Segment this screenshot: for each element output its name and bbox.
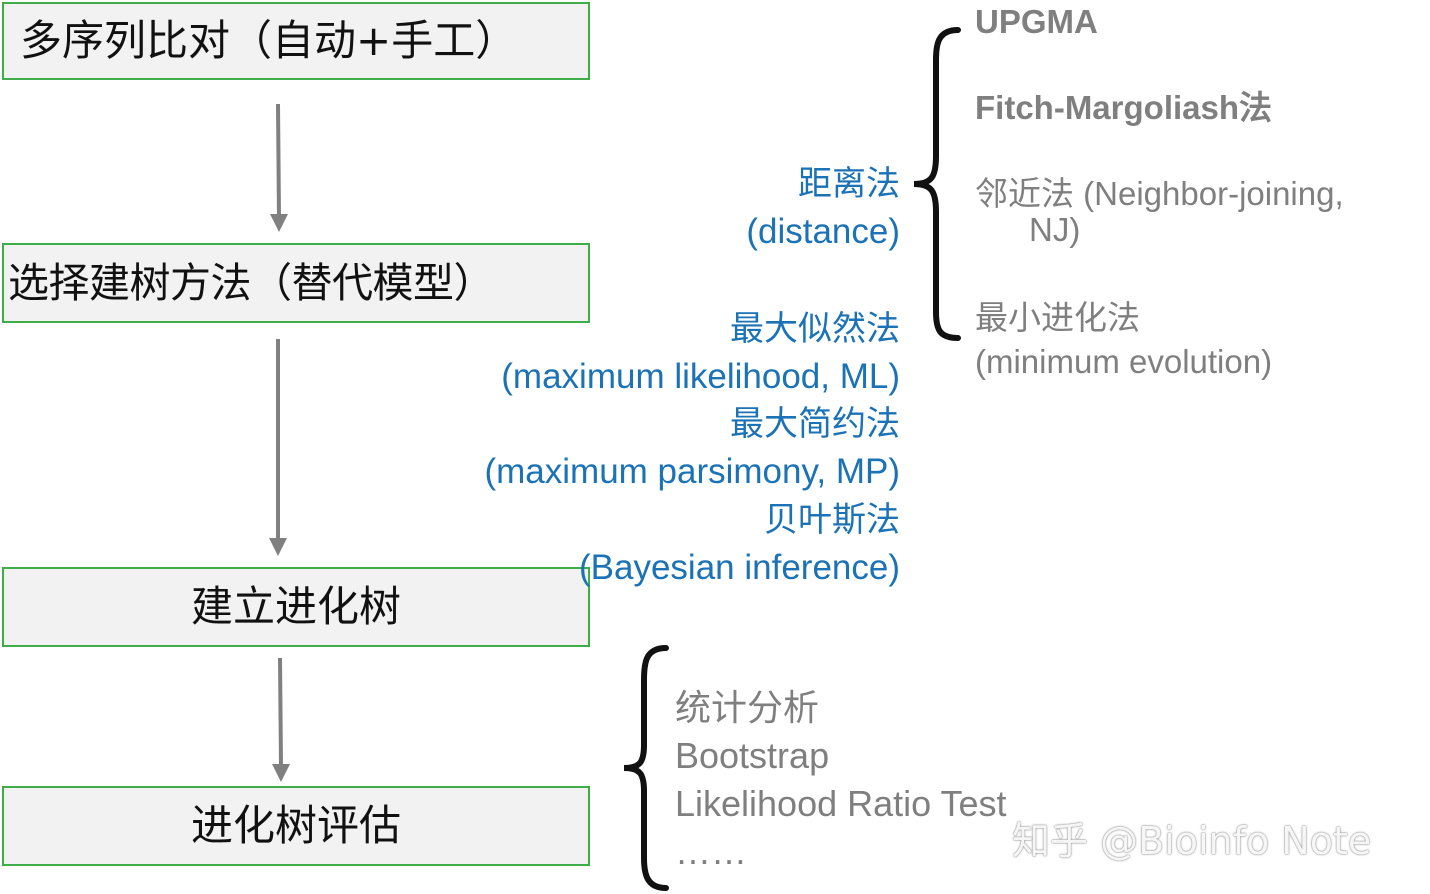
distance-upgma: UPGMA	[975, 4, 1098, 40]
arrow-2	[269, 339, 287, 556]
eval-statistical-analysis: 统计分析	[675, 684, 819, 732]
eval-item-label: 统计分析	[675, 687, 820, 728]
step-label: 进化树评估	[190, 801, 401, 850]
method-distance: 距离法 (distance)	[746, 160, 900, 256]
step-choose-method: 选择建树方法（替代模型）	[2, 243, 590, 323]
distance-item-label: 邻近法 (Neighbor-joining,	[975, 175, 1344, 212]
method-bayes-cn: 贝叶斯法	[764, 500, 900, 540]
distance-item-label: 最小进化法	[975, 299, 1140, 336]
arrow-1	[270, 103, 288, 232]
method-distance-en: (distance)	[746, 212, 900, 251]
evaluation-brace	[623, 645, 669, 891]
step-evaluate-tree: 进化树评估	[2, 786, 590, 866]
step-label: 多序列比对（自动+手工）	[20, 16, 518, 65]
watermark: 知乎 @Bioinfo Note	[1012, 819, 1372, 863]
distance-brace	[913, 27, 961, 341]
step-build-tree: 建立进化树	[2, 567, 590, 647]
distance-item-label-2: (minimum evolution)	[975, 343, 1273, 380]
eval-item-label: Likelihood Ratio Test	[675, 783, 1007, 824]
eval-more: ……	[675, 828, 747, 876]
arrow-3	[272, 657, 290, 782]
method-bayes: 贝叶斯法 (Bayesian inference)	[579, 496, 900, 592]
method-mp-en: (maximum parsimony, MP)	[484, 452, 900, 491]
distance-item-label: Fitch-Margoliash法	[975, 89, 1273, 126]
eval-item-label: Bootstrap	[675, 735, 830, 776]
distance-item-label: UPGMA	[975, 3, 1098, 40]
method-bayes-en: (Bayesian inference)	[579, 548, 900, 587]
method-ml-en: (maximum likelihood, ML)	[501, 357, 900, 396]
step-label: 建立进化树	[190, 582, 401, 631]
method-ml-cn: 最大似然法	[730, 309, 900, 349]
step-label: 选择建树方法（替代模型）	[8, 258, 495, 307]
method-distance-cn: 距离法	[798, 164, 900, 204]
distance-minimum-evolution: 最小进化法 (minimum evolution)	[975, 296, 1272, 384]
eval-bootstrap: Bootstrap	[675, 732, 829, 780]
distance-fitch-margoliash: Fitch-Margoliash法	[975, 90, 1272, 126]
step-multiple-alignment: 多序列比对（自动+手工）	[2, 2, 590, 80]
method-mp: 最大简约法 (maximum parsimony, MP)	[484, 400, 900, 496]
method-mp-cn: 最大简约法	[730, 404, 900, 444]
eval-item-label: ……	[675, 831, 747, 872]
method-ml: 最大似然法 (maximum likelihood, ML)	[501, 305, 900, 401]
eval-likelihood-ratio-test: Likelihood Ratio Test	[675, 780, 1007, 828]
distance-item-label-2: NJ)	[1029, 211, 1081, 248]
distance-neighbor-joining: 邻近法 (Neighbor-joining, NJ)	[975, 176, 1344, 248]
